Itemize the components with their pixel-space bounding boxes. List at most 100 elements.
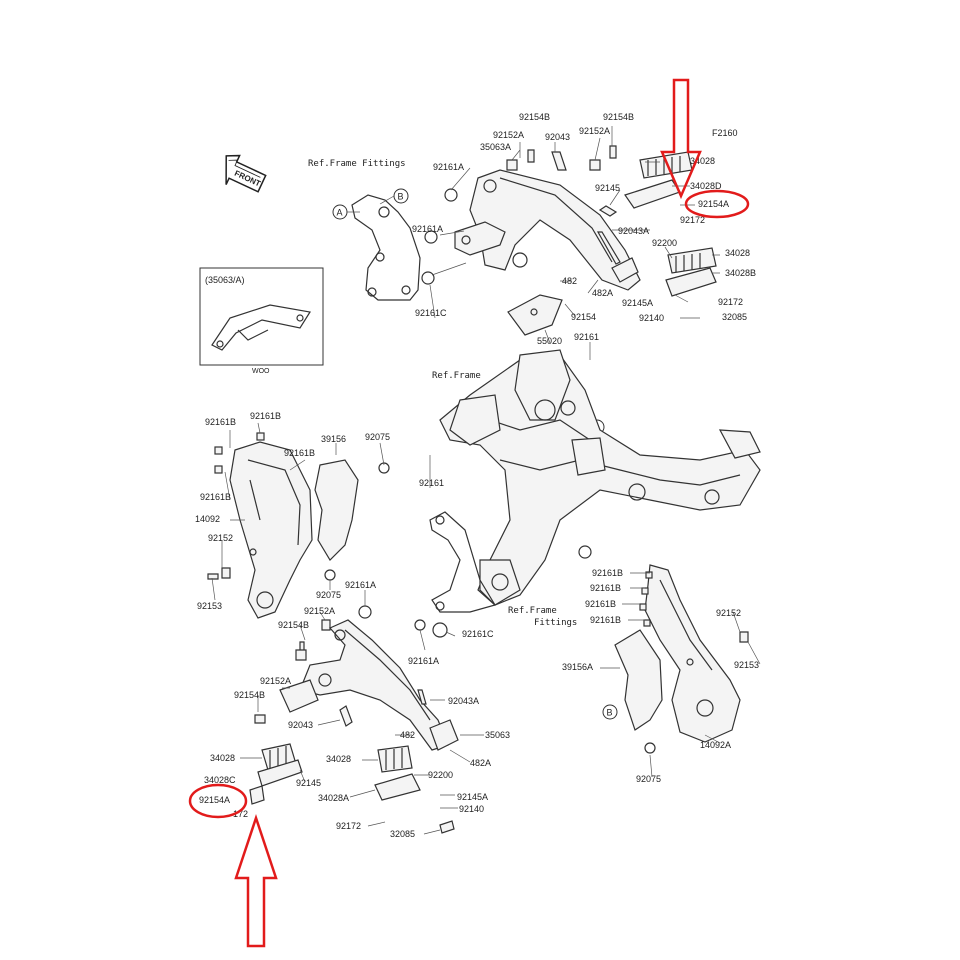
label-34028c: 34028C (204, 775, 236, 785)
label-92153-l: 92153 (197, 601, 222, 611)
red-highlight-circle-top (684, 189, 750, 219)
top-right-footpeg-bracket (454, 169, 641, 291)
label-92154b-l: 92154B (278, 620, 309, 630)
label-92200-l: 92200 (428, 770, 453, 780)
main-frame (439, 349, 761, 606)
top-bracket-plate-55020 (507, 294, 563, 336)
label-92161b-r3: 92161B (585, 599, 616, 609)
label-92043a-top: 92043A (618, 226, 649, 236)
label-39156: 39156 (321, 434, 346, 444)
inset-label: (35063/A) (205, 275, 245, 285)
label-482-l: 482 (400, 730, 415, 740)
ref-frame-label: Ref.Frame (432, 371, 481, 381)
lower-footpeg-rubber-left (249, 743, 303, 805)
right-side-cover-14092a (614, 564, 749, 754)
label-35063a: 35063A (480, 142, 511, 152)
label-92154a-l: 92154A (199, 795, 230, 805)
lower-footpeg-rubber-right (374, 745, 455, 834)
label-92161-top: 92161 (574, 332, 599, 342)
label-92200-top: 92200 (652, 238, 677, 248)
label-172-partial: 172 (233, 809, 248, 819)
label-92152-r: 92152 (716, 608, 741, 618)
figure-code: F2160 (712, 128, 738, 138)
label-92154a-top: 92154A (698, 199, 729, 209)
lower-left-footpeg-bracket (254, 619, 459, 751)
label-92152a-1: 92152A (493, 130, 524, 140)
label-34028d: 34028D (690, 181, 722, 191)
label-92043a-l: 92043A (448, 696, 479, 706)
label-92161a-top2: 92161A (412, 224, 443, 234)
label-34028a: 34028A (318, 793, 349, 803)
label-92043-top: 92043 (545, 132, 570, 142)
label-92152a-l2: 92152A (260, 676, 291, 686)
label-92145-top: 92145 (595, 183, 620, 193)
label-34028-top2: 34028 (725, 248, 750, 258)
label-92145a-top: 92145A (622, 298, 653, 308)
label-92161-mid: 92161 (419, 478, 444, 488)
label-34028-top: 34028 (690, 156, 715, 166)
label-92161c-top: 92161C (415, 308, 447, 318)
label-92145-l: 92145 (296, 778, 321, 788)
label-92172-top2: 92172 (718, 297, 743, 307)
ref-frame-fittings-top: Ref.Frame Fittings (308, 159, 406, 169)
label-92154b-1: 92154B (519, 112, 550, 122)
red-highlight-circle-bottom (188, 783, 248, 819)
label-14092: 14092 (195, 514, 220, 524)
label-55020: 55020 (537, 336, 562, 346)
label-39156a: 39156A (562, 662, 593, 672)
label-92161c-l: 92161C (462, 629, 494, 639)
inset-sub-label: WOO (252, 368, 270, 375)
label-34028-l1: 34028 (210, 753, 235, 763)
part-number-labels: 92154B 92043 92152A 92154B 35063A 92152A… (195, 112, 759, 839)
label-92154-top: 92154 (571, 312, 596, 322)
label-92152-l: 92152 (208, 533, 233, 543)
callout-b-right: B (602, 704, 618, 720)
label-92161b-r2: 92161B (590, 583, 621, 593)
svg-text:B: B (398, 192, 404, 202)
ref-frame-fittings-mid-1: Ref.Frame (508, 606, 557, 616)
label-32085-l: 32085 (390, 829, 415, 839)
label-92161a-l2: 92161A (408, 656, 439, 666)
label-35063: 35063 (485, 730, 510, 740)
label-482a-top: 482A (592, 288, 613, 298)
label-92161b-r4: 92161B (590, 615, 621, 625)
label-92075-l2: 92075 (316, 590, 341, 600)
label-32085-top: 32085 (722, 312, 747, 322)
svg-text:A: A (337, 208, 343, 218)
left-side-cover-14092 (214, 432, 390, 619)
top-fasteners (421, 145, 621, 285)
label-14092a: 14092A (700, 740, 731, 750)
inset-bracket-drawing (211, 304, 311, 351)
left-fasteners (207, 567, 448, 653)
label-92154b-l2: 92154B (234, 690, 265, 700)
label-92043-l: 92043 (288, 720, 313, 730)
label-92152a-2: 92152A (579, 126, 610, 136)
label-92172-l: 92172 (336, 821, 361, 831)
label-92161b-l2: 92161B (250, 411, 281, 421)
top-footpeg-rubber-2 (665, 247, 717, 297)
label-92161b-l3: 92161B (284, 448, 315, 458)
callout-b-top: B (393, 188, 409, 204)
label-92161b-l1: 92161B (205, 417, 236, 427)
label-34028b: 34028B (725, 268, 756, 278)
top-left-bracket (347, 194, 421, 301)
svg-text:B: B (607, 708, 613, 718)
label-482-top: 482 (562, 276, 577, 286)
label-92154b-2: 92154B (603, 112, 634, 122)
label-92161a-top: 92161A (433, 162, 464, 172)
label-92172-top: 92172 (680, 215, 705, 225)
label-92152a-l: 92152A (304, 606, 335, 616)
label-34028-l2: 34028 (326, 754, 351, 764)
mid-frame-fitting-bracket (429, 511, 496, 613)
inset-box (199, 267, 324, 366)
label-92153-r: 92153 (734, 660, 759, 670)
label-92140-l: 92140 (459, 804, 484, 814)
red-arrow-down-icon (660, 78, 702, 200)
label-92161a-l: 92161A (345, 580, 376, 590)
label-92075-l1: 92075 (365, 432, 390, 442)
label-92145a-l: 92145A (457, 792, 488, 802)
top-footpeg-rubber-1 (624, 151, 693, 209)
label-92161b-r1: 92161B (592, 568, 623, 578)
